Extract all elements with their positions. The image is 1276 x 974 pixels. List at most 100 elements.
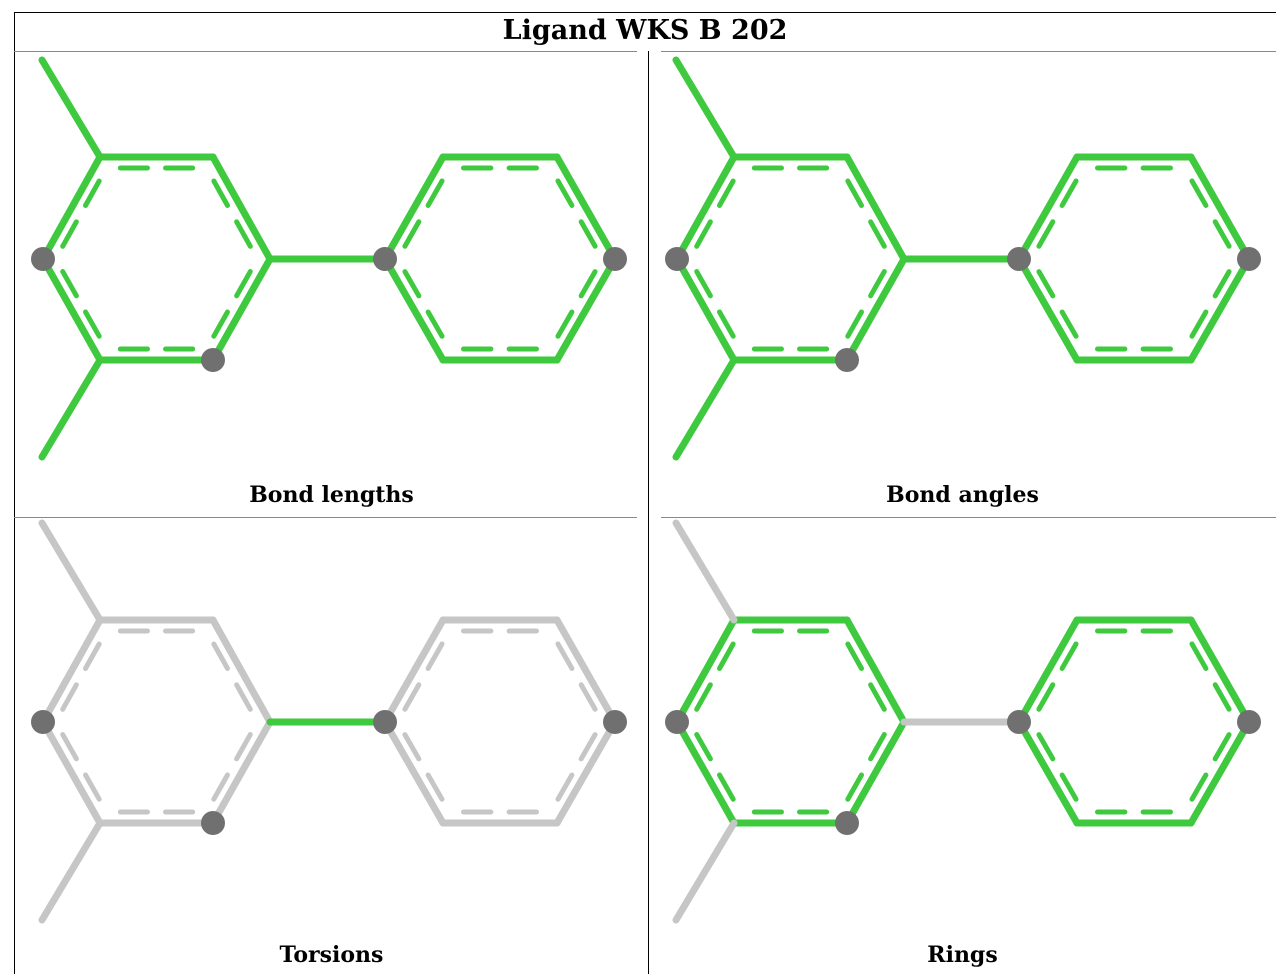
bond-m1 [672, 56, 738, 161]
atom-B4 [1237, 710, 1261, 734]
bond-b4-dash-1 [1189, 309, 1209, 339]
bond-b3-dash-1 [578, 219, 598, 249]
bond-a5-dash-0 [717, 309, 736, 339]
bond-b4 [1187, 255, 1253, 364]
middle-divider [648, 51, 649, 974]
bond-a3-dash-0 [868, 269, 887, 299]
bond-m1 [38, 519, 104, 624]
bond-a2-dash-1 [234, 219, 253, 249]
bond-a3-dash-0 [234, 269, 253, 299]
bond-b1-dash-0 [402, 219, 422, 249]
bond-a6 [39, 616, 104, 726]
bond-b4-dash-0 [578, 269, 598, 299]
bond-a5-dash-0 [83, 772, 102, 802]
bond-a6-dash-1 [82, 641, 102, 671]
bond-a3 [843, 718, 908, 827]
bond-a6-dash-0 [60, 219, 79, 249]
bond-b6 [1015, 718, 1081, 827]
atom-B1 [373, 710, 397, 734]
bond-a2-dash-0 [211, 178, 231, 208]
bond-a3-dash-0 [868, 732, 887, 762]
bond-a5-dash-0 [717, 772, 736, 802]
bond-a5 [673, 718, 738, 827]
bond-b4 [553, 255, 619, 364]
bond-a5 [673, 255, 738, 364]
bond-a3 [209, 255, 274, 364]
bond-a6 [39, 153, 104, 263]
molecule-bond-angles [665, 56, 1261, 461]
panel-rings: Rings [649, 518, 1276, 974]
bond-a3-dash-0 [234, 732, 253, 762]
bond-m2 [672, 356, 738, 461]
bond-b4-dash-1 [555, 309, 575, 339]
panel-label-bond-lengths: Bond lengths [249, 482, 414, 508]
bond-a2-dash-0 [845, 641, 865, 671]
bond-b1-dash-0 [1036, 219, 1056, 249]
atom-A6 [31, 710, 55, 734]
atom-B1 [373, 247, 397, 271]
bond-b6-dash-0 [425, 309, 445, 339]
bond-b1-dash-1 [425, 178, 445, 208]
bond-a5-dash-1 [694, 732, 713, 762]
bond-b3-dash-0 [1189, 641, 1209, 671]
bond-m2 [672, 819, 738, 924]
bond-b3 [1187, 616, 1253, 726]
bond-b1-dash-0 [402, 682, 422, 712]
bond-b3-dash-1 [1212, 682, 1232, 712]
bond-b6 [1015, 255, 1081, 364]
bond-b6-dash-1 [1036, 732, 1056, 762]
atom-A4 [835, 348, 859, 372]
bond-a2-dash-1 [868, 219, 887, 249]
panel-torsions: Torsions [15, 518, 648, 974]
atom-B1 [1007, 247, 1031, 271]
atom-B4 [603, 247, 627, 271]
bond-a5 [39, 718, 104, 827]
panel-bond-lengths: Bond lengths [15, 52, 648, 517]
bond-m1 [672, 519, 738, 624]
atom-A4 [201, 811, 225, 835]
bond-b1 [381, 616, 447, 726]
bond-m1 [38, 56, 104, 161]
bond-b3-dash-0 [555, 641, 575, 671]
bond-m2 [38, 356, 104, 461]
atom-B4 [1237, 247, 1261, 271]
bond-a3 [209, 718, 274, 827]
bond-a5-dash-1 [694, 269, 713, 299]
bond-b3 [1187, 153, 1253, 263]
bond-a6-dash-0 [694, 219, 713, 249]
bond-a5-dash-1 [60, 269, 79, 299]
bond-a3-dash-1 [211, 309, 230, 339]
atom-A6 [665, 710, 689, 734]
bond-a5-dash-0 [83, 309, 102, 339]
bond-b6-dash-0 [425, 772, 445, 802]
bond-a5 [39, 255, 104, 364]
bond-a6 [673, 153, 738, 263]
bond-b6-dash-0 [1059, 772, 1079, 802]
panel-bond-angles: Bond angles [649, 52, 1276, 517]
molecule-bond-lengths [31, 56, 627, 461]
bond-b4-dash-0 [1212, 732, 1232, 762]
frame-left [14, 12, 15, 974]
bond-b4 [1187, 718, 1253, 827]
bond-b4-dash-0 [1212, 269, 1232, 299]
atom-A4 [835, 811, 859, 835]
molecule-rings [665, 519, 1261, 924]
bond-b6-dash-1 [1036, 269, 1056, 299]
bond-a6-dash-0 [60, 682, 79, 712]
bond-a2 [843, 153, 908, 263]
bond-a6-dash-1 [716, 641, 736, 671]
row-divider-left [14, 517, 637, 518]
title-divider-right [661, 51, 1276, 52]
bond-b1-dash-1 [1059, 641, 1079, 671]
bond-b6-dash-1 [402, 732, 422, 762]
bond-a6-dash-1 [716, 178, 736, 208]
frame-top [14, 12, 1276, 13]
bond-b1 [1015, 153, 1081, 263]
panel-label-torsions: Torsions [279, 942, 384, 968]
atom-A6 [665, 247, 689, 271]
bond-b6-dash-0 [1059, 309, 1079, 339]
bond-a2 [209, 616, 274, 726]
bond-a3 [843, 255, 908, 364]
row-divider-right [661, 517, 1276, 518]
